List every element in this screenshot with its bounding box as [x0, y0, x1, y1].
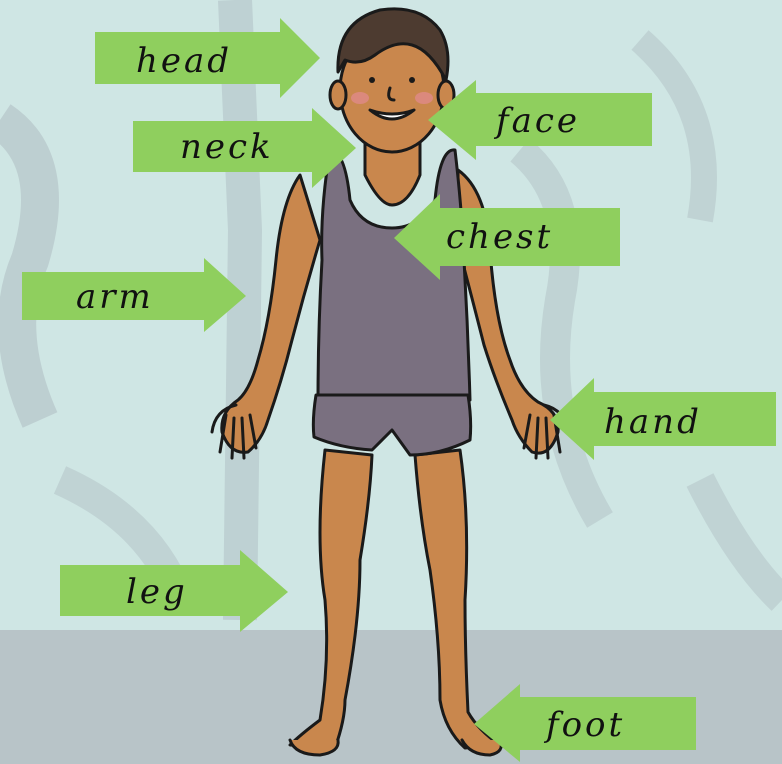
label-chest: chest — [446, 220, 553, 254]
label-arm: arm — [76, 280, 154, 314]
label-neck: neck — [180, 130, 274, 164]
label-face: face — [496, 104, 580, 138]
label-head: head — [136, 44, 232, 78]
label-leg: leg — [126, 575, 188, 609]
label-foot: foot — [546, 708, 625, 742]
label-hand: hand — [604, 405, 702, 439]
